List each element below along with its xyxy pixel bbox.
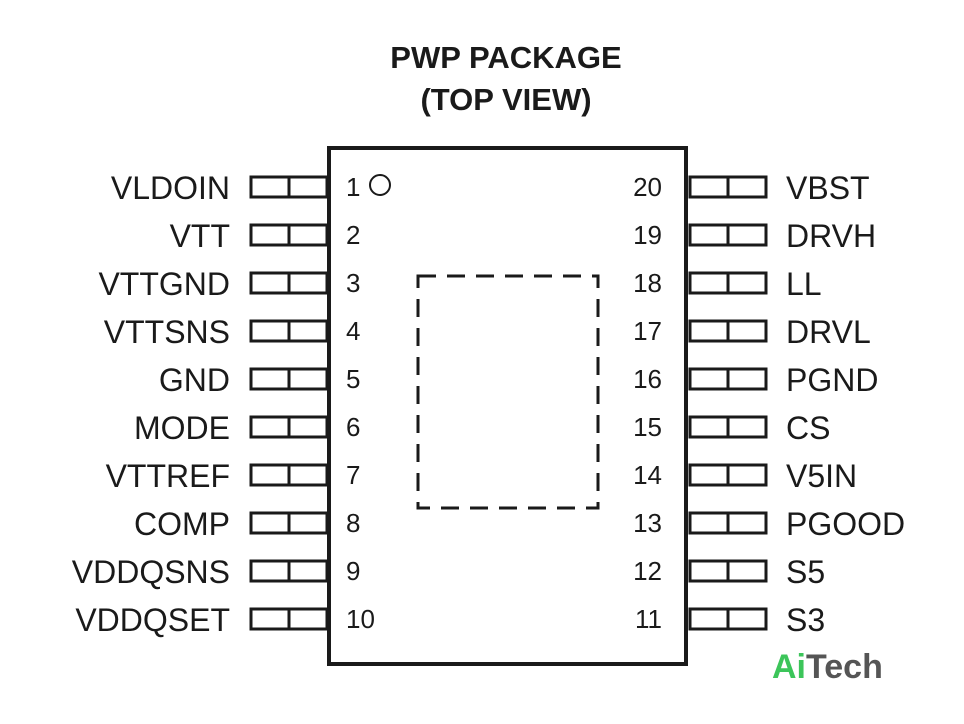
pin-number-label: 9	[346, 556, 360, 586]
pin-number-label: 4	[346, 316, 360, 346]
title-line-1: PWP PACKAGE	[390, 40, 621, 75]
pin-number-label: 2	[346, 220, 360, 250]
watermark-part-tech: Tech	[806, 648, 883, 686]
pin-number-label: 20	[633, 172, 662, 202]
pin-number-label: 8	[346, 508, 360, 538]
pin-15: CS 15	[633, 410, 830, 446]
pin-name-label: MODE	[134, 410, 230, 446]
pin-10: VDDQSET 10	[75, 602, 375, 638]
pin-5: GND 5	[159, 362, 361, 398]
package-body	[327, 146, 688, 666]
pin-number-label: 14	[633, 460, 662, 490]
pin-number-label: 15	[633, 412, 662, 442]
pin-2: VTT 2	[170, 218, 361, 254]
pin-name-label: S5	[786, 554, 825, 590]
pin-number-label: 5	[346, 364, 360, 394]
pin-number-label: 11	[635, 604, 662, 634]
title-line-2: (TOP VIEW)	[420, 82, 591, 117]
pin-name-label: VTTSNS	[104, 314, 230, 350]
pin-name-label: PGND	[786, 362, 878, 398]
pin-7: VTTREF 7	[106, 458, 361, 494]
pin-number-label: 16	[633, 364, 662, 394]
pin-number-label: 12	[633, 556, 662, 586]
pin-1: VLDOIN 1	[111, 170, 361, 206]
pin-20: VBST 20	[633, 170, 870, 206]
pin-17: DRVL 17	[633, 314, 871, 350]
pin-name-label: COMP	[134, 506, 230, 542]
pin-4: VTTSNS 4	[104, 314, 361, 350]
pin-number-label: 7	[346, 460, 360, 490]
pin-number-label: 1	[346, 172, 360, 202]
pin-name-label: VLDOIN	[111, 170, 230, 206]
pin-number-label: 18	[633, 268, 662, 298]
pin-18: LL 18	[633, 266, 822, 302]
pin-name-label: VTT	[170, 218, 230, 254]
pin-number-label: 3	[346, 268, 360, 298]
pin-name-label: CS	[786, 410, 830, 446]
pin-14: V5IN 14	[633, 458, 857, 494]
pin-name-label: DRVL	[786, 314, 871, 350]
pin-number-label: 10	[346, 604, 375, 634]
pin-name-label: PGOOD	[786, 506, 905, 542]
pin-name-label: GND	[159, 362, 230, 398]
pin-3: VTTGND 3	[98, 266, 360, 302]
pin-name-label: LL	[786, 266, 822, 302]
pin-13: PGOOD 13	[633, 506, 905, 542]
pin-9: VDDQSNS 9	[72, 554, 361, 590]
pin-number-label: 17	[633, 316, 662, 346]
thermal-pad-outline	[416, 274, 600, 510]
pin-11: S3 11	[635, 602, 825, 638]
pin-name-label: V5IN	[786, 458, 857, 494]
pin1-marker-icon	[369, 174, 391, 196]
pin-name-label: VTTGND	[98, 266, 230, 302]
watermark-logo: AiTech	[772, 648, 883, 686]
pin-name-label: VBST	[786, 170, 870, 206]
pin-19: DRVH 19	[633, 218, 876, 254]
pin-name-label: VTTREF	[106, 458, 230, 494]
pin-12: S5 12	[633, 554, 825, 590]
pin-6: MODE 6	[134, 410, 360, 446]
pin-name-label: DRVH	[786, 218, 876, 254]
watermark-part-ai: Ai	[772, 648, 806, 686]
pin-number-label: 13	[633, 508, 662, 538]
pin-number-label: 19	[633, 220, 662, 250]
pin-16: PGND 16	[633, 362, 878, 398]
pin-name-label: VDDQSET	[75, 602, 230, 638]
pin-8: COMP 8	[134, 506, 360, 542]
pin-name-label: S3	[786, 602, 825, 638]
pin-name-label: VDDQSNS	[72, 554, 230, 590]
pin-number-label: 6	[346, 412, 360, 442]
right-pin-column: VBST20DRVH19LL18DRVL17PGND16CS15V5IN14PG…	[633, 170, 905, 638]
